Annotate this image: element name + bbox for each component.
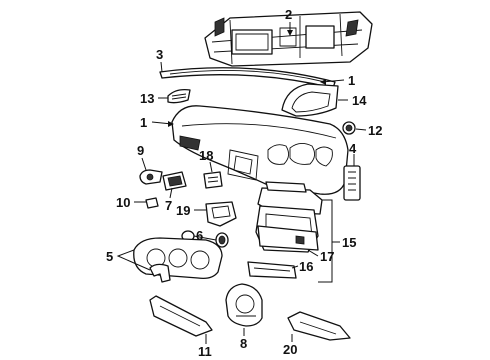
column-cover-part (225, 283, 263, 327)
lower-cover-part (149, 295, 213, 337)
callout-8: 8 (240, 336, 247, 351)
end-panel-part (343, 165, 361, 201)
cross-car-beam-part (204, 11, 373, 67)
cluster-hood-part (281, 83, 339, 117)
callout-16: 16 (299, 259, 313, 274)
callout-15: 15 (342, 235, 356, 250)
callout-5: 5 (106, 249, 113, 264)
leader-lines (116, 22, 367, 344)
callout-19: 19 (176, 203, 190, 218)
callout-7: 7 (165, 198, 172, 213)
glove-box-part (255, 181, 323, 253)
callout-labels: 2 3 1 13 14 1 12 4 9 18 7 10 19 6 15 5 1… (106, 7, 382, 359)
knob-part (342, 121, 356, 135)
callout-18: 18 (199, 148, 213, 163)
callout-13: 13 (140, 91, 154, 106)
lower-trim-part (287, 311, 351, 341)
callout-20: 20 (283, 342, 297, 357)
cluster-bezel-part (133, 237, 223, 283)
callout-10: 10 (116, 195, 130, 210)
side-vent-part (167, 88, 191, 104)
callout-1-upper: 1 (348, 73, 355, 88)
callout-14: 14 (352, 93, 367, 108)
callout-9: 9 (137, 143, 144, 158)
latch-part (205, 201, 237, 227)
callout-1-lower: 1 (140, 115, 147, 130)
callout-11: 11 (198, 344, 212, 359)
callout-3: 3 (156, 47, 163, 62)
instrument-panel-part (171, 105, 349, 195)
callout-6: 6 (196, 228, 203, 243)
callout-12: 12 (368, 123, 382, 138)
callout-2: 2 (285, 7, 292, 22)
switch-bezel-part (162, 171, 187, 191)
switch-part (139, 169, 163, 185)
callout-17: 17 (320, 249, 334, 264)
callout-4: 4 (349, 141, 357, 156)
glove-box-handle-part (247, 261, 297, 279)
clip-part (145, 197, 159, 209)
bracket-part (203, 171, 223, 189)
